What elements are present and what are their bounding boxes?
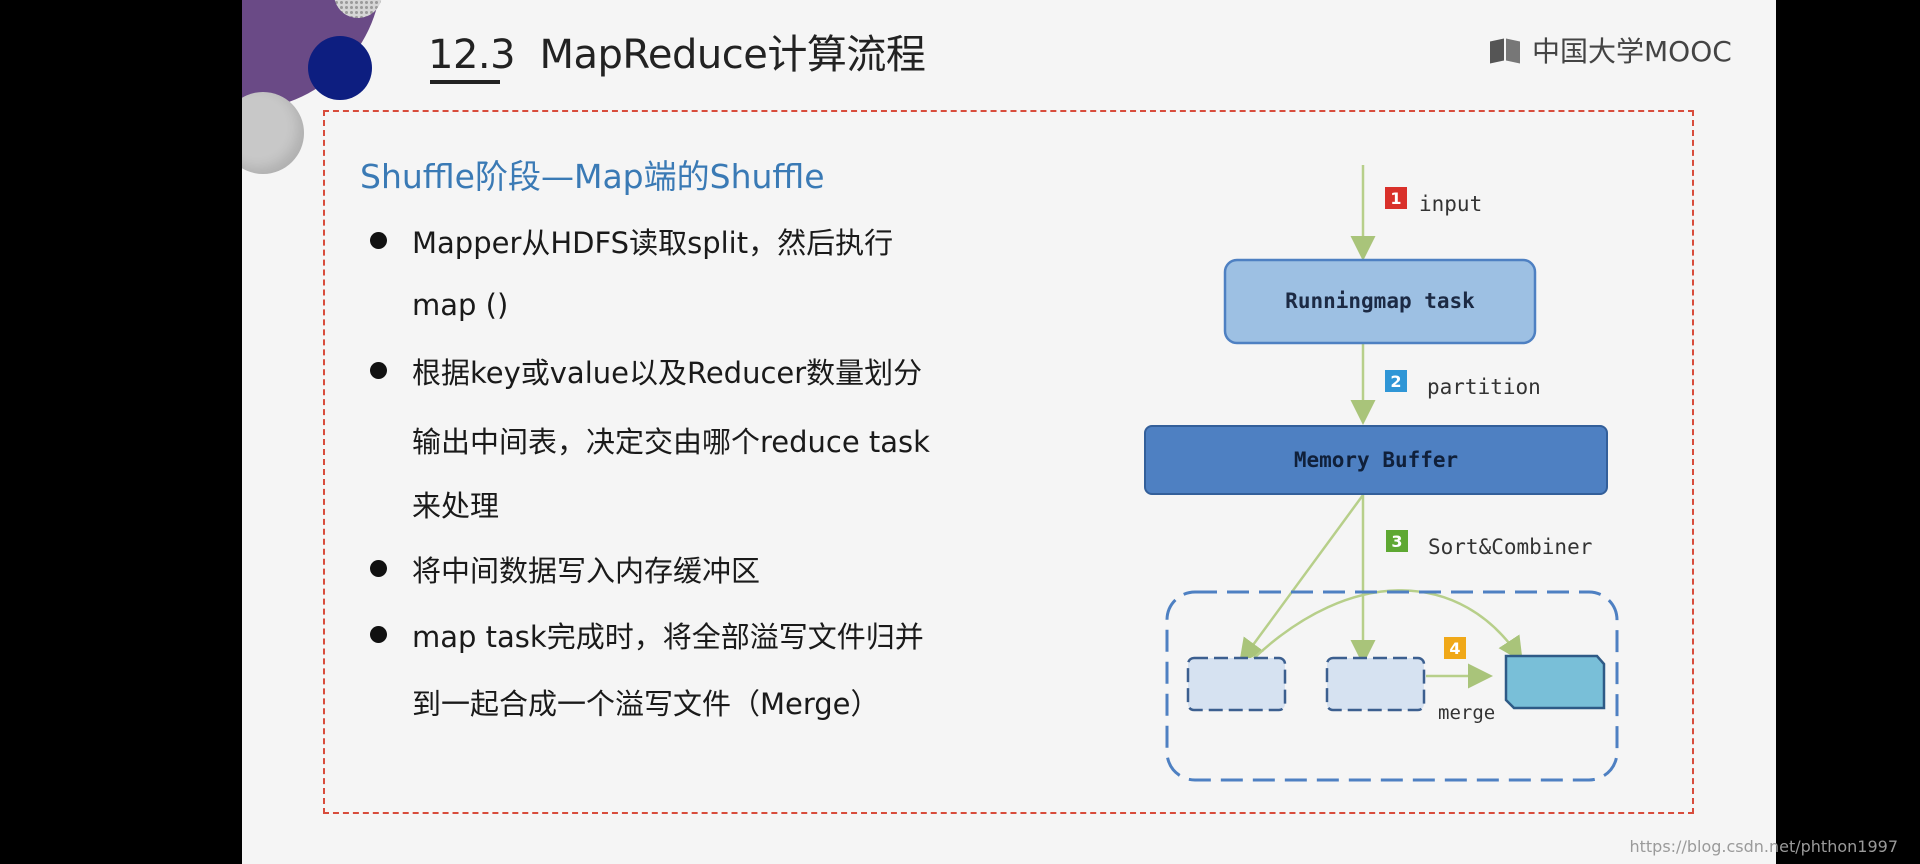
bullet-line: 输出中间表，决定交由哪个reduce task [412,425,930,459]
step-4-label: merge [1438,702,1495,724]
step-1-label: input [1419,192,1482,216]
bullet-line: map task完成时，将全部溢写文件归并 [412,620,924,654]
bullet-line: 根据key或value以及Reducer数量划分 [412,356,923,390]
watermark-url: https://blog.csdn.net/phthon1997 [1629,837,1898,856]
step-4-badge [1444,637,1466,659]
spill-region [1165,590,1619,782]
step-1-number: 1 [1390,189,1401,208]
page-title: 12.3 MapReduce计算流程 [428,22,926,80]
spill-file-2 [1325,656,1426,712]
bullet-line: Mapper从HDFS读取split，然后执行 [412,226,894,260]
step-3-number: 3 [1391,532,1402,551]
bullet-line: map () [412,288,509,322]
subtitle: Shuffle阶段—Map端的Shuffle [360,157,825,196]
running-map-task-box [1223,258,1537,345]
decorative-circle-navy [308,36,372,100]
section-number: 12.3 [428,32,516,78]
merged-file [1504,654,1606,710]
slide: 12.3 MapReduce计算流程 中国大学MOOC Shuffle阶段—Ma… [242,0,1776,864]
bullet-dot [370,560,387,577]
spill-file-1 [1186,656,1287,712]
content-frame [323,110,1694,814]
bullet-dot [370,362,387,379]
step-2-number: 2 [1390,372,1401,391]
step-4-number: 4 [1449,639,1460,658]
brand-text: 中国大学MOOC [1532,35,1732,68]
decorative-circle-dotted [334,0,382,18]
bullet-line: 来处理 [412,489,500,523]
step-1-badge [1385,187,1407,209]
bullet-dot [370,626,387,643]
step-2-badge [1385,370,1407,392]
flow-arrow [1239,494,1365,665]
memory-buffer-box [1144,425,1608,495]
memory-buffer-label: Memory Buffer [1294,448,1458,472]
brand-logo: 中国大学MOOC [1490,30,1732,70]
step-3-badge [1386,530,1408,552]
bullet-line: 将中间数据写入内存缓冲区 [412,554,761,588]
step-2-label: partition [1427,375,1541,399]
bullet-line: 到一起合成一个溢写文件（Merge） [412,687,880,721]
merge-curve-arrow [1251,589,1523,663]
running-map-task-label: Runningmap task [1285,289,1475,313]
title-underline [430,80,500,84]
step-3-label: Sort&Combiner [1428,535,1592,559]
bullet-dot [370,232,387,249]
title-text: MapReduce计算流程 [539,32,926,78]
map-shuffle-diagram: 1 input Runningmap task 2 partition Memo… [1144,165,1619,782]
